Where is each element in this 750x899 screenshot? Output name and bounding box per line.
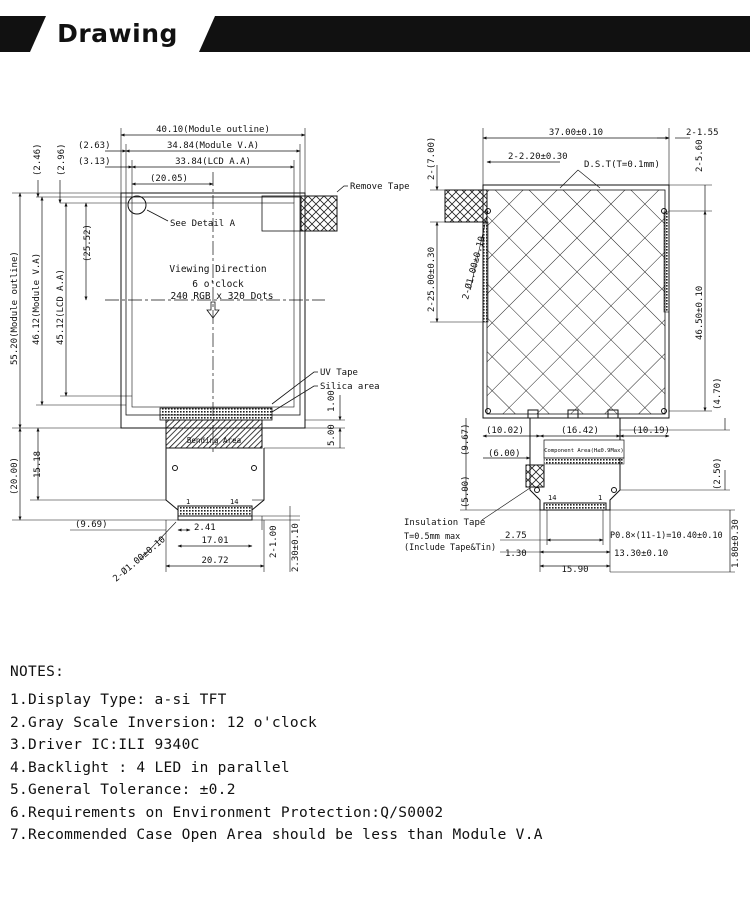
page-title: Drawing <box>57 19 178 48</box>
dim-module-outline-w: 40.10(Module outline) <box>156 125 270 135</box>
front-view-labels: 40.10(Module outline) 34.84(Module V.A) … <box>10 125 410 584</box>
tape-note-2: (Include Tape&Tin) <box>404 543 496 553</box>
dim-1330: 13.30±0.10 <box>614 549 668 559</box>
note-item: 4.Backlight : 4 LED in parallel <box>10 759 290 776</box>
insulation-tape-label: Insulation Tape <box>404 518 485 528</box>
dim-ref-2552: (25.52) <box>83 224 93 262</box>
dim-ref-296: (2.96) <box>57 143 67 176</box>
front-pin-14: 14 <box>230 498 238 506</box>
remove-tape <box>300 195 338 232</box>
dim-ref-2005: (20.05) <box>150 174 188 184</box>
note-item: 3.Driver IC:ILI 9340C <box>10 737 200 753</box>
dim-100: 1.00 <box>327 390 337 412</box>
dim-module-va-h: 46.12(Module V.A) <box>32 253 42 345</box>
back-remove-tape <box>444 189 488 223</box>
dim-220: 2-2.20±0.30 <box>508 152 568 162</box>
dim-2x100: 2-1.00 <box>269 525 279 558</box>
dim-500-back: (5.00) <box>461 475 471 508</box>
viewing-oclock: 6 o'clock <box>192 279 244 290</box>
dim-ref-246: (2.46) <box>33 143 43 176</box>
callout-silica-area: Silica area <box>320 382 380 392</box>
back-dst <box>486 189 666 415</box>
dim-500: 5.00 <box>327 424 337 446</box>
dim-lcd-aa-h: 45.12(LCD A.A) <box>56 269 66 345</box>
dim-1701: 17.01 <box>201 536 228 546</box>
dim-130: 1.30 <box>505 549 527 559</box>
dim-470: (4.70) <box>713 377 723 410</box>
dim-600: (6.00) <box>488 449 521 459</box>
silica-area <box>159 407 273 421</box>
technical-drawing: 40.10(Module outline) 34.84(Module V.A) … <box>10 125 741 584</box>
dim-1518: 15.18 <box>33 451 43 478</box>
resolution: 240 RGB x 320 Dots <box>171 291 274 302</box>
back-pin-1: 1 <box>598 494 602 502</box>
dim-ref-313: (3.13) <box>78 157 111 167</box>
dim-dst: D.S.T(T=0.1mm) <box>584 160 660 170</box>
callout-bending-area: Bending Area <box>187 436 241 445</box>
front-view <box>12 128 348 572</box>
dim-holes-front: 2-Ø1.00±0.10 <box>111 534 168 584</box>
dim-250: (2.50) <box>713 457 723 490</box>
dim-1590: 15.90 <box>561 565 588 575</box>
notes-title: NOTES: <box>10 664 65 680</box>
dim-230: 2.30±0.10 <box>291 523 301 572</box>
dim-241: 2.41 <box>194 523 216 533</box>
note-item: 6.Requirements on Environment Protection… <box>10 804 444 821</box>
dim-ref-2000: (20.00) <box>10 457 20 495</box>
fpc-pins <box>177 505 253 517</box>
callout-detail-a: See Detail A <box>170 219 236 229</box>
dim-155: 2-1.55 <box>686 128 719 138</box>
dim-lcd-aa-w: 33.84(LCD A.A) <box>175 157 251 167</box>
note-item: 7.Recommended Case Open Area should be l… <box>10 827 543 843</box>
dim-ref-969: (9.69) <box>75 520 108 530</box>
dim-560: 2-5.60 <box>695 139 705 172</box>
bending-area <box>165 419 263 449</box>
callout-uv-tape: UV Tape <box>320 368 358 378</box>
notes-list: 1.Display Type: a-si TFT 2.Gray Scale In… <box>10 689 740 847</box>
dim-1642: (16.42) <box>561 426 599 436</box>
dim-4650: 46.50±0.10 <box>695 286 705 340</box>
back-view <box>430 128 735 573</box>
fpc-outline <box>165 448 265 521</box>
tape-note-1: T=0.5mm max <box>404 532 460 542</box>
note-item: 1.Display Type: a-si TFT <box>10 692 227 708</box>
dim-width-37: 37.00±0.10 <box>549 128 603 138</box>
callout-remove-tape: Remove Tape <box>350 182 410 192</box>
front-pin-1: 1 <box>186 498 190 506</box>
dim-module-va-w: 34.84(Module V.A) <box>167 141 259 151</box>
dim-pitch: P0.8×(11-1)=10.40±0.10 <box>610 531 723 541</box>
detail-a-circle <box>127 195 147 215</box>
dim-700: 2-(7.00) <box>427 137 437 180</box>
insulation-tape <box>525 464 545 488</box>
dim-2072: 20.72 <box>201 556 228 566</box>
dim-1002: (10.02) <box>486 426 524 436</box>
note-item: 5.General Tolerance: ±0.2 <box>10 782 236 798</box>
back-view-labels: 37.00±0.10 2-1.55 2-2.20±0.30 D.S.T(T=0.… <box>404 128 741 575</box>
header-tab <box>30 16 215 52</box>
dim-180: 1.80±0.30 <box>731 519 741 568</box>
dim-967: (9.67) <box>461 423 471 456</box>
dim-2500: 2-25.00±0.30 <box>427 247 437 312</box>
back-pin-14: 14 <box>548 494 556 502</box>
dim-ref-263: (2.63) <box>78 141 111 151</box>
component-area-label: Component Area(H≤0.9Max) <box>544 448 623 454</box>
viewing-direction: Viewing Direction <box>169 264 266 275</box>
dim-module-outline-h: 55.20(Module outline) <box>10 251 20 365</box>
dim-275: 2.75 <box>505 531 527 541</box>
back-fpc-pins <box>543 502 607 511</box>
note-item: 2.Gray Scale Inversion: 12 o'clock <box>10 714 318 731</box>
dim-1019: (10.19) <box>632 426 670 436</box>
notes-section: NOTES: 1.Display Type: a-si TFT 2.Gray S… <box>10 664 740 847</box>
